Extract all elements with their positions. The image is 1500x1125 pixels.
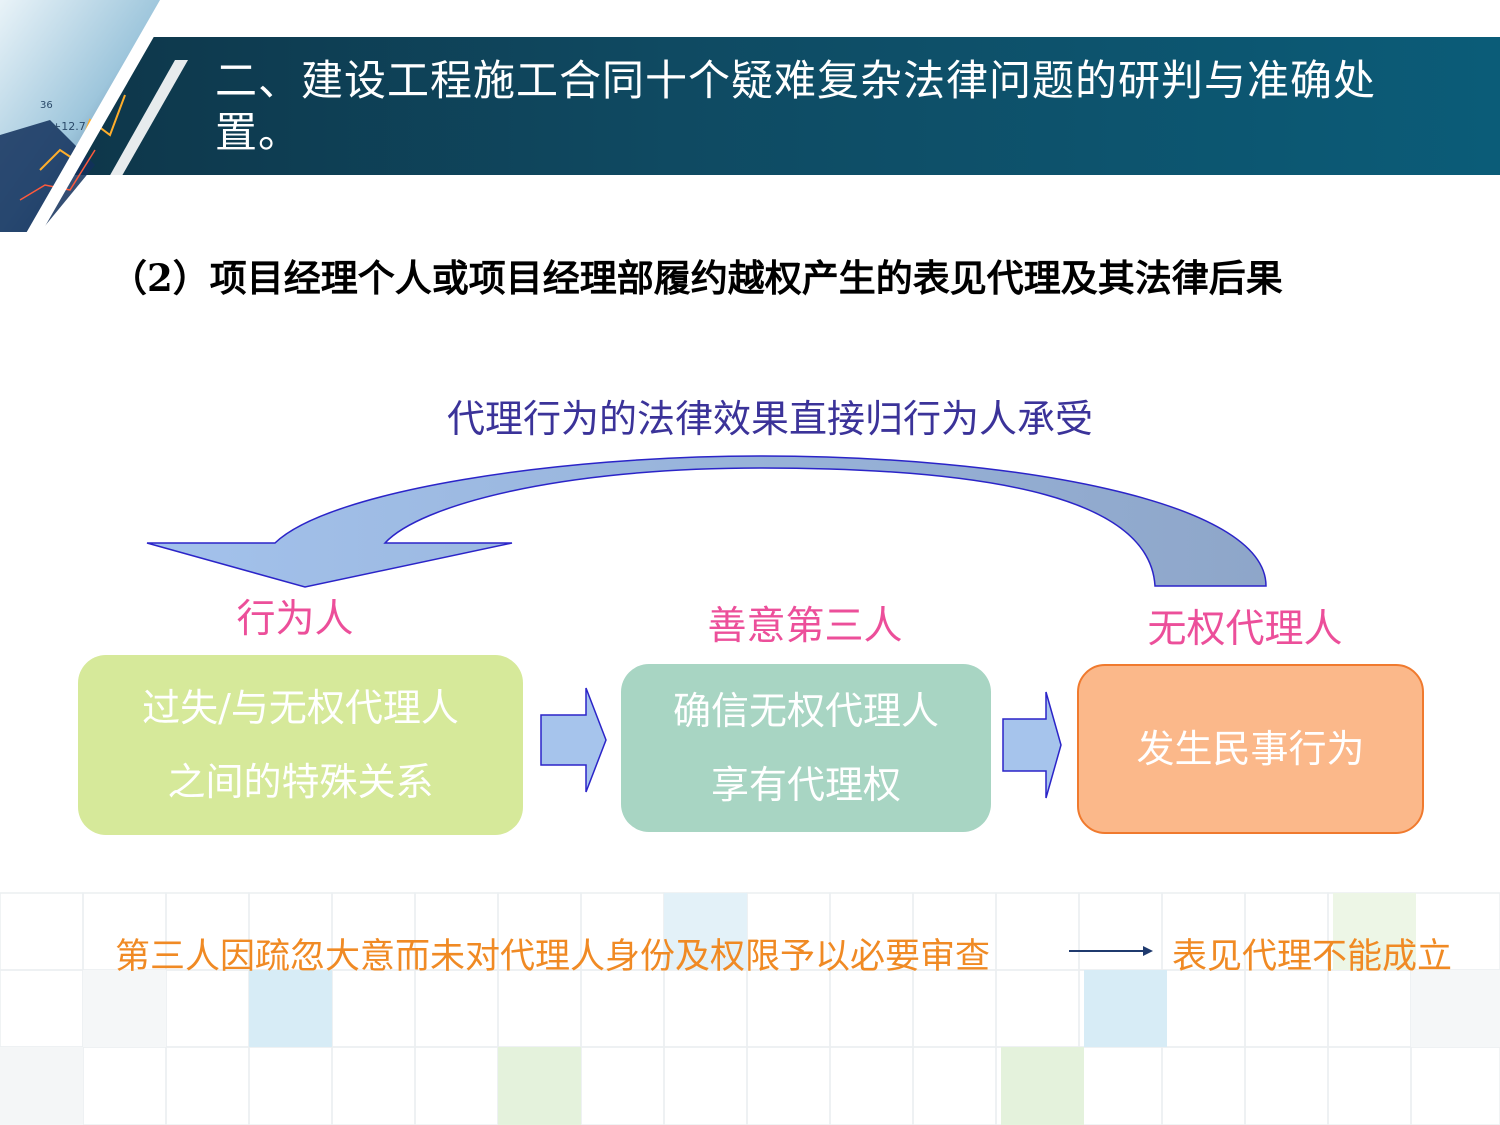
- svg-text:+12.7: +12.7: [52, 120, 86, 133]
- header-bar: [0, 37, 1500, 175]
- box-line: 过失/与无权代理人: [142, 686, 459, 730]
- page-title: 二、建设工程施工合同十个疑难复杂法律问题的研判与准确处置。: [215, 56, 1377, 157]
- header-corner-graphic: +12.7 36: [0, 0, 188, 235]
- box-civil-act: 发生民事行为: [1077, 664, 1424, 834]
- box-line: 发生民事行为: [1136, 727, 1365, 771]
- section-subtitle: （2）项目经理个人或项目经理部履约越权产生的表见代理及其法律后果: [110, 256, 1283, 300]
- svg-text:36: 36: [40, 100, 53, 111]
- role-label-unauthorized-agent: 无权代理人: [1147, 607, 1343, 652]
- arc-caption: 代理行为的法律效果直接归行为人承受: [446, 397, 1093, 441]
- block-arrow-right-icon: [540, 687, 607, 793]
- box-believes-authority: 确信无权代理人 享有代理权: [621, 664, 991, 832]
- bottom-result-text: 表见代理不能成立: [1172, 937, 1453, 977]
- box-line: 之间的特殊关系: [167, 760, 434, 804]
- role-label-third-party: 善意第三人: [707, 604, 903, 649]
- box-special-relationship: 过失/与无权代理人 之间的特殊关系: [78, 655, 523, 835]
- block-arrow-right-icon: [1002, 691, 1062, 799]
- box-line: 享有代理权: [710, 763, 901, 807]
- box-line: 确信无权代理人: [672, 689, 939, 733]
- bottom-condition-text: 第三人因疏忽大意而未对代理人身份及权限予以必要审查: [115, 937, 991, 977]
- role-label-actor: 行为人: [236, 597, 354, 642]
